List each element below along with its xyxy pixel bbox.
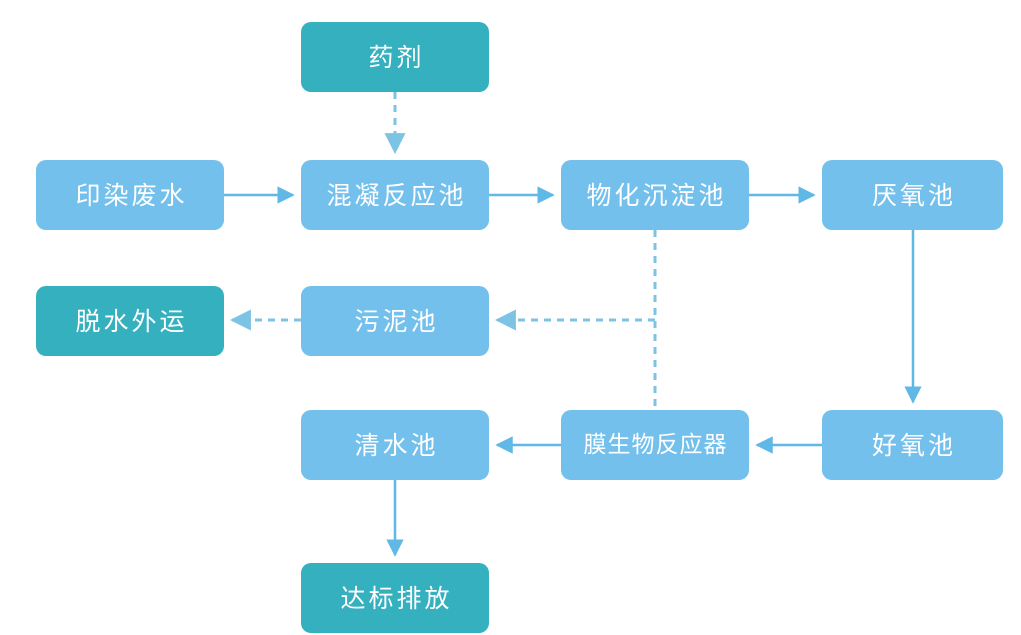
node-coagulation-tank[interactable]: 混凝反应池 [301, 160, 489, 230]
node-clear-water-tank[interactable]: 清水池 [301, 410, 489, 480]
node-label: 好氧池 [871, 430, 956, 460]
node-reagent[interactable]: 药剂 [301, 22, 489, 92]
node-membrane-bioreactor[interactable]: 膜生物反应器 [561, 410, 749, 480]
node-compliant-discharge[interactable]: 达标排放 [301, 563, 489, 633]
node-physicochemical-sedimentation-tank[interactable]: 物化沉淀池 [561, 160, 749, 230]
node-label: 物化沉淀池 [586, 180, 727, 210]
node-label: 药剂 [368, 42, 425, 72]
node-label: 印染废水 [75, 180, 188, 210]
node-label: 膜生物反应器 [583, 431, 728, 458]
node-label: 混凝反应池 [326, 180, 467, 210]
node-label: 脱水外运 [75, 306, 188, 336]
node-dewatering-transport[interactable]: 脱水外运 [36, 286, 224, 356]
node-influent[interactable]: 印染废水 [36, 160, 224, 230]
node-aerobic-tank[interactable]: 好氧池 [822, 410, 1003, 480]
node-anaerobic-tank[interactable]: 厌氧池 [822, 160, 1003, 230]
node-label: 厌氧池 [871, 180, 956, 210]
node-sludge-tank[interactable]: 污泥池 [301, 286, 489, 356]
node-label: 达标排放 [340, 583, 453, 613]
node-label: 清水池 [354, 430, 439, 460]
node-label: 污泥池 [354, 306, 439, 336]
